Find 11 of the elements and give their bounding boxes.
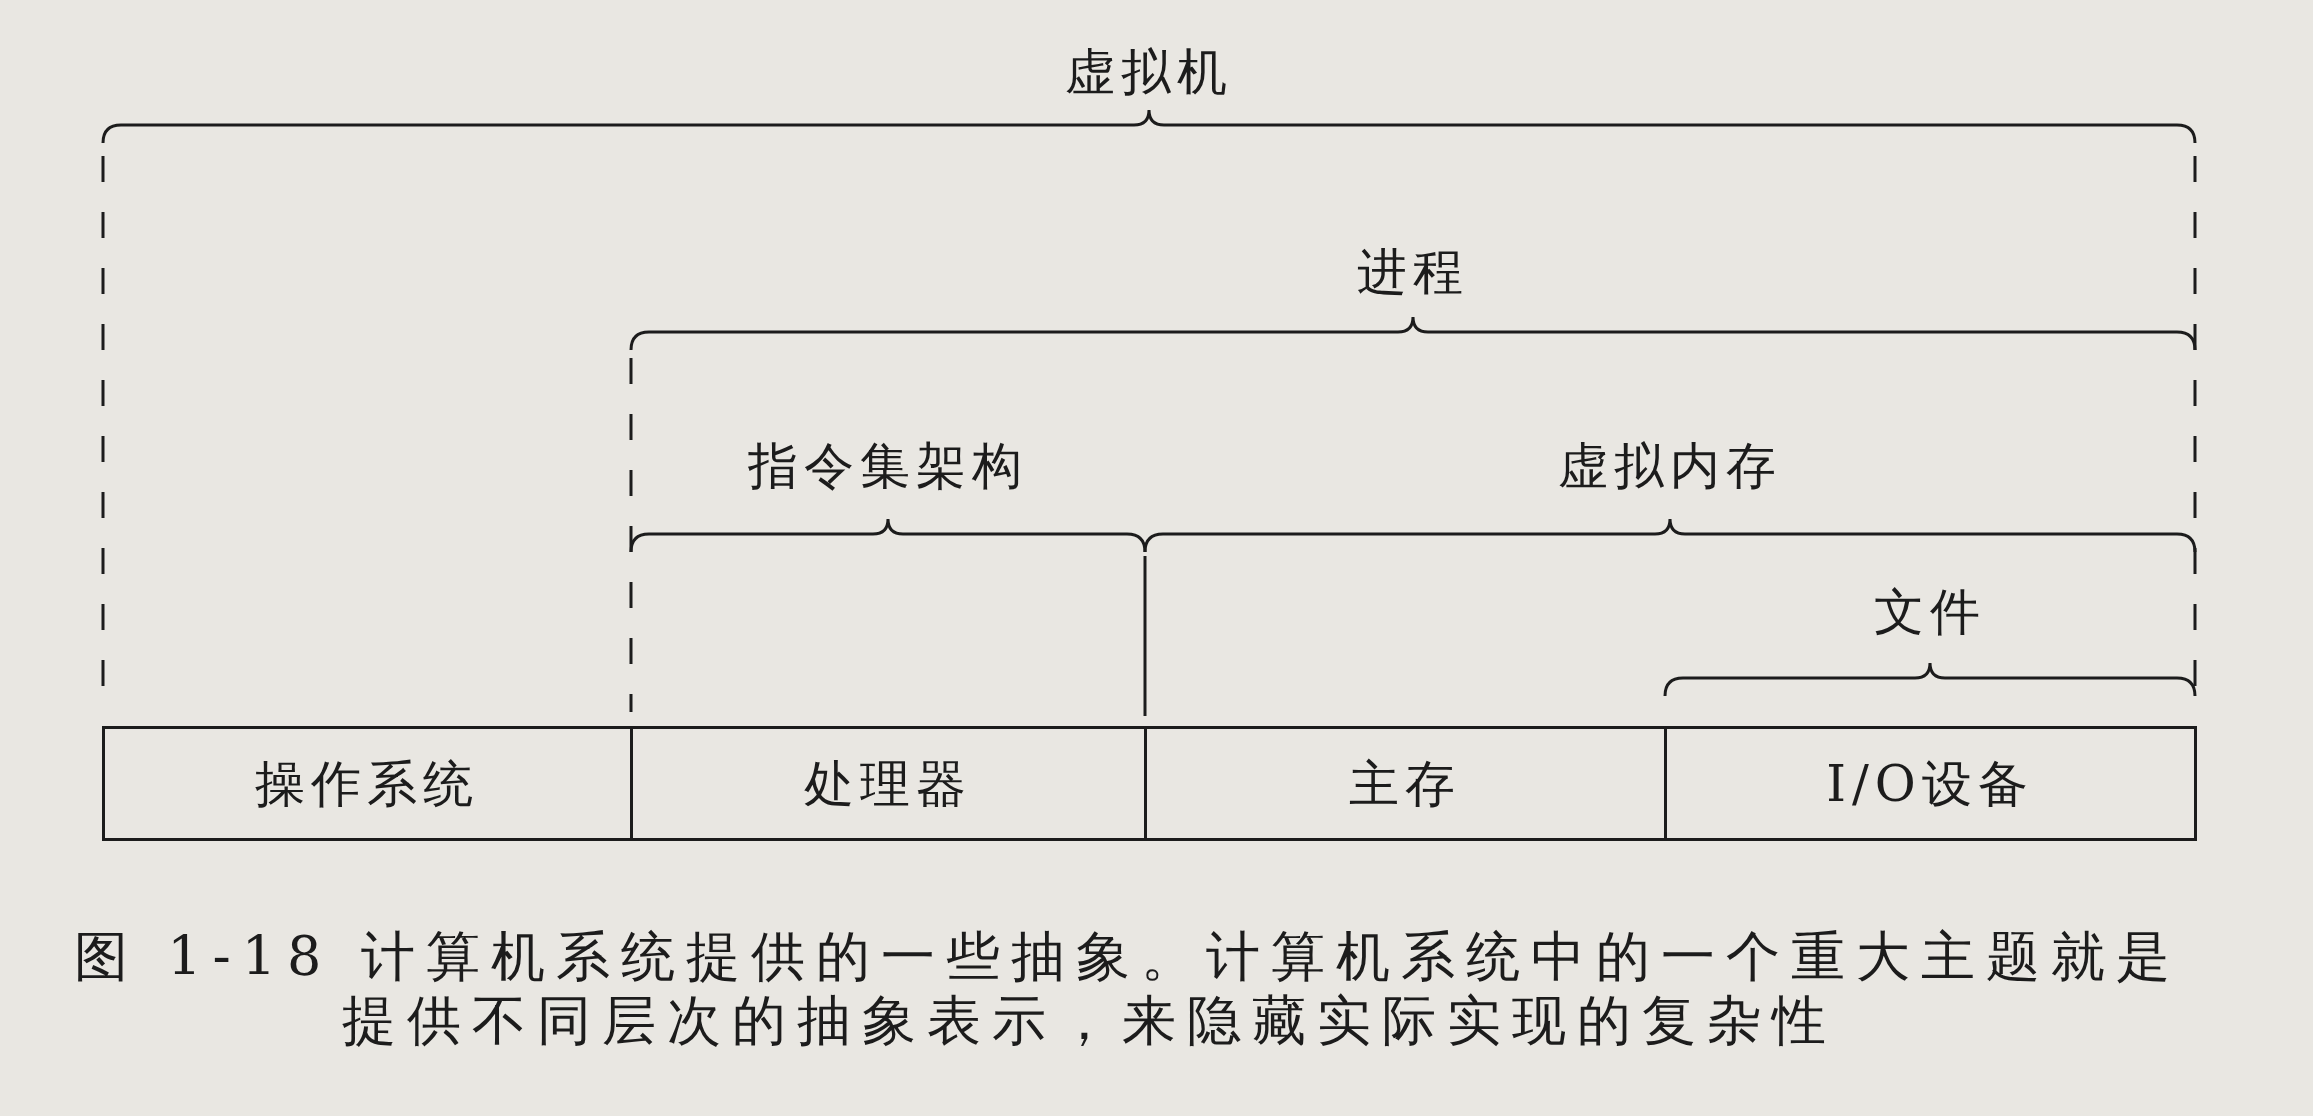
- bracket-label: 指令集架构: [748, 436, 1028, 496]
- component-label: 处理器: [804, 753, 972, 814]
- bracket-label: 虚拟内存: [1558, 436, 1782, 496]
- component-label: 操作系统: [255, 753, 479, 814]
- figure-caption: 图 1-18 计算机系统提供的一些抽象。计算机系统中的一个重大主题就是提供不同层次的抽象表示，来隐藏实际实现的复杂性: [74, 925, 2182, 1053]
- component-label: I/O设备: [1826, 753, 2034, 814]
- component-label: 主存: [1349, 753, 1461, 814]
- bracket-label: 进程: [1357, 242, 1469, 302]
- component-box: [101, 726, 633, 841]
- bracket-label: 虚拟机: [1065, 42, 1233, 102]
- bracket-label: 文件: [1874, 582, 1986, 642]
